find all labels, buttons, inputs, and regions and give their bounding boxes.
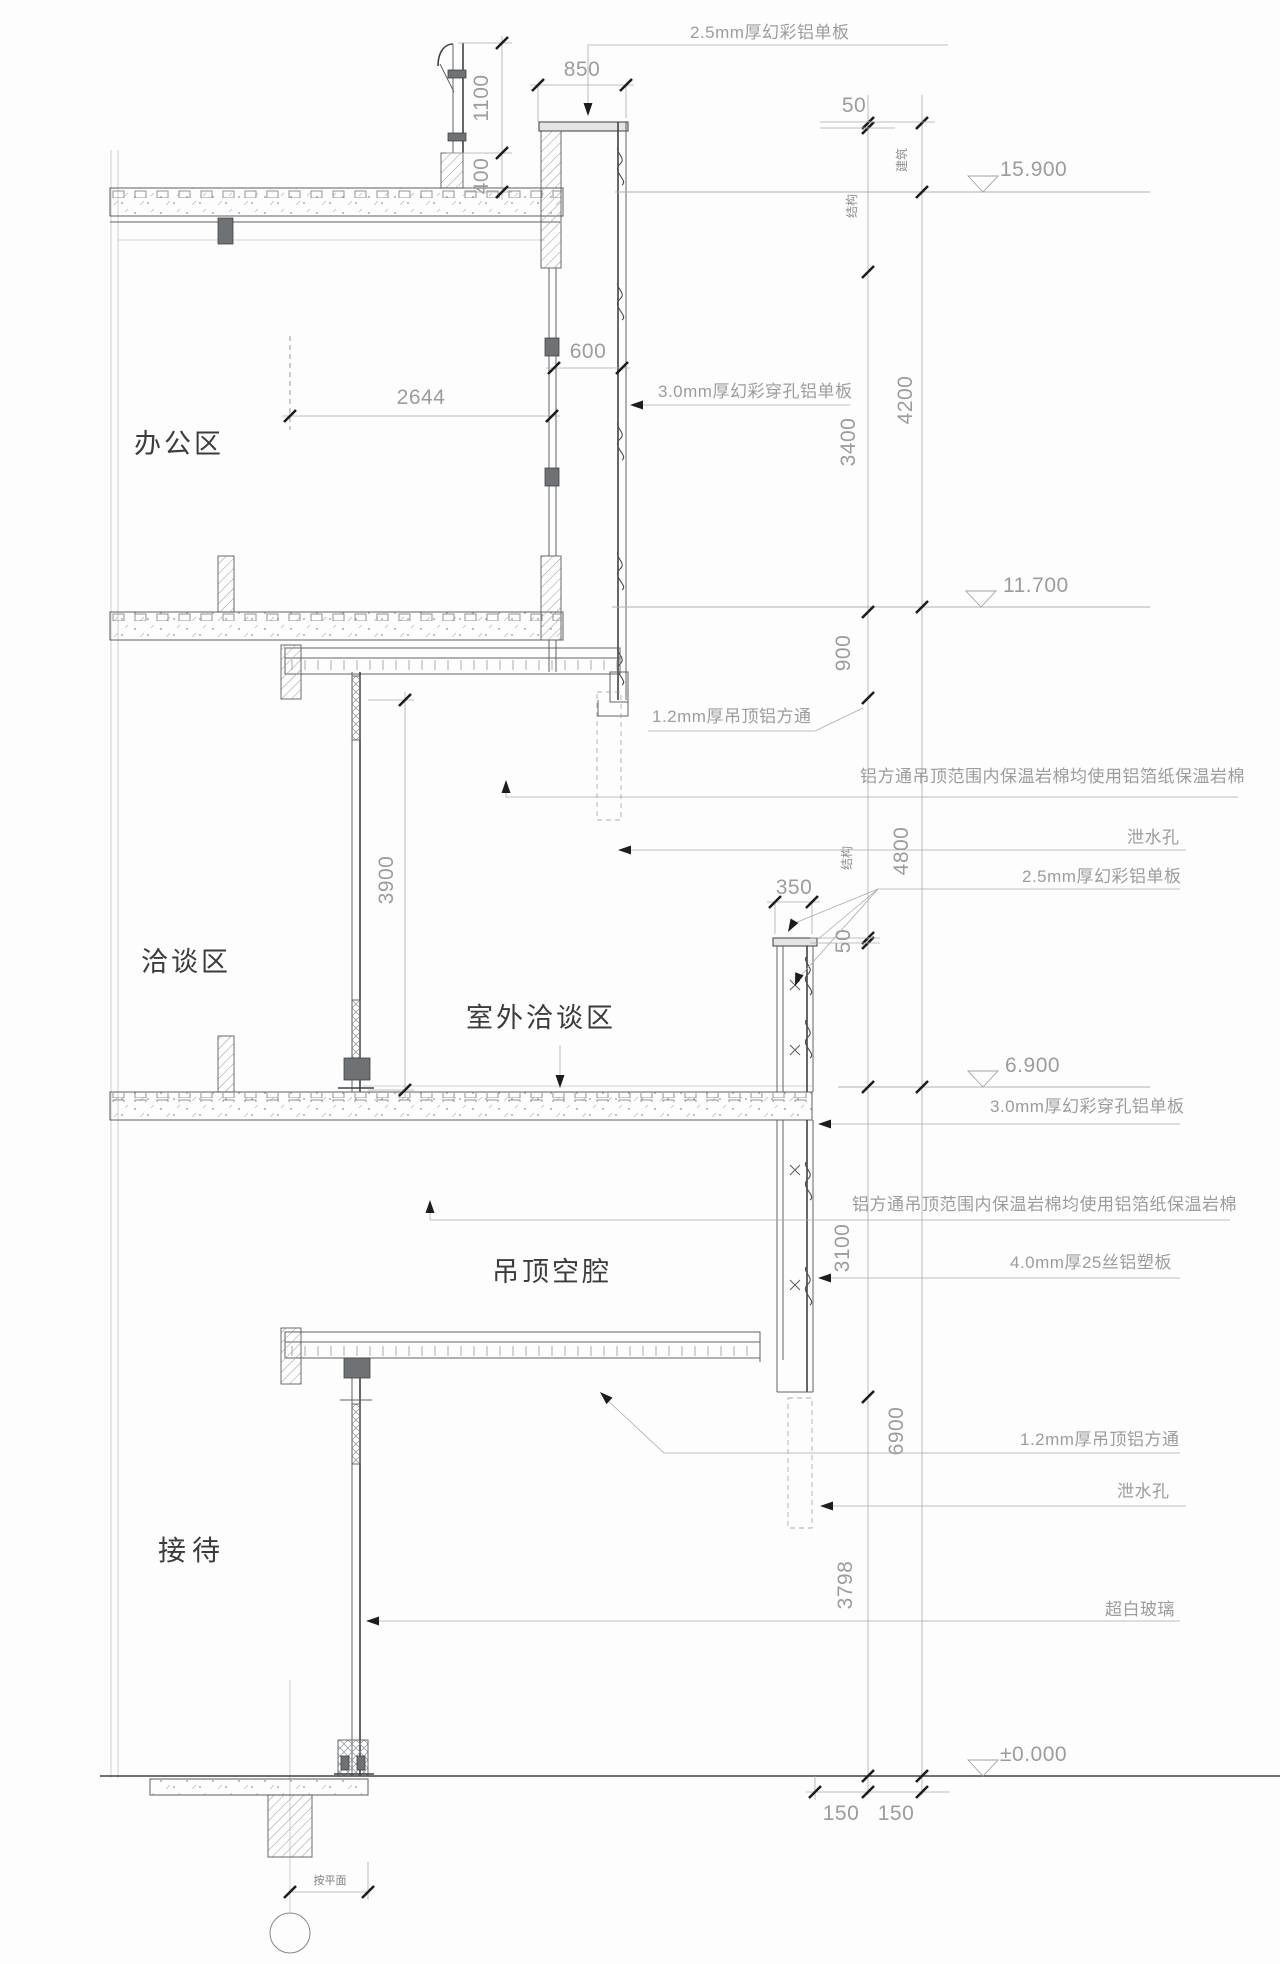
dim-600: 600 bbox=[570, 340, 607, 363]
annotation-notes: 2.5mm厚幻彩铝单板 3.0mm厚幻彩穿孔铝单板 1.2mm厚吊顶铝方通 铝方… bbox=[366, 23, 1245, 1626]
room-outdoor-meeting: 室外洽谈区 bbox=[466, 1003, 616, 1033]
dim-6900: 6900 bbox=[885, 1407, 908, 1456]
dim-150-left: 150 bbox=[823, 1802, 860, 1825]
weep-hole-zone-lower bbox=[787, 1397, 813, 1529]
structure-linework bbox=[109, 43, 818, 1954]
dim-4800: 4800 bbox=[890, 827, 913, 876]
ground-beam bbox=[267, 1794, 313, 1858]
dim-3100: 3100 bbox=[831, 1224, 854, 1273]
parapet-coping bbox=[538, 121, 629, 132]
note-insulation-upper: 铝方通吊顶范围内保温岩棉均使用铝箔纸保温岩棉 bbox=[860, 766, 1245, 786]
header-below-l2 bbox=[776, 1120, 814, 1393]
dim-3900: 3900 bbox=[375, 856, 398, 905]
weep-hole-zone-upper bbox=[596, 691, 622, 821]
dim-4200: 4200 bbox=[894, 376, 917, 425]
room-reception: 接待 bbox=[158, 1535, 226, 1566]
slab-l3 bbox=[109, 555, 564, 641]
note-panel25-terrace: 2.5mm厚幻彩铝单板 bbox=[1022, 867, 1181, 886]
railing-curb bbox=[440, 152, 464, 189]
roof-railing bbox=[437, 43, 467, 189]
dim-2644: 2644 bbox=[397, 386, 446, 409]
note-alu-plastic: 4.0mm厚25丝铝塑板 bbox=[1010, 1253, 1172, 1272]
note-weep-lower: 泄水孔 bbox=[1117, 1482, 1170, 1501]
level-tag-struct: 结构 bbox=[844, 194, 859, 218]
ground-structure bbox=[149, 1778, 369, 1858]
room-meeting: 洽谈区 bbox=[141, 947, 231, 977]
grid-bubble bbox=[269, 1912, 311, 1954]
dim-900: 900 bbox=[832, 635, 855, 672]
dim-per-plan: 按平面 bbox=[314, 1873, 347, 1887]
note-tube12-upper: 1.2mm厚吊顶铝方通 bbox=[652, 707, 811, 726]
dim-150-right: 150 bbox=[878, 1802, 915, 1825]
slab-l4 bbox=[109, 187, 564, 245]
room-office: 办公区 bbox=[134, 429, 224, 459]
note-panel30-lower: 3.0mm厚幻彩穿孔铝单板 bbox=[990, 1097, 1184, 1116]
note-insulation-lower: 铝方通吊顶范围内保温岩棉均使用铝箔纸保温岩棉 bbox=[852, 1194, 1237, 1214]
note-panel25-top: 2.5mm厚幻彩铝单板 bbox=[690, 23, 849, 42]
room-labels: 办公区 洽谈区 室外洽谈区 吊顶空腔 接待 bbox=[134, 429, 616, 1566]
note-panel30-upper: 3.0mm厚幻彩穿孔铝单板 bbox=[658, 382, 852, 401]
note-glass: 超白玻璃 bbox=[1105, 1600, 1175, 1619]
dim-350: 350 bbox=[776, 876, 813, 899]
mid-glass-wall bbox=[338, 672, 374, 1092]
level-11700: 11.700 bbox=[1003, 574, 1069, 597]
dim-1100: 1100 bbox=[470, 74, 493, 121]
ceiling-assembly-l3 bbox=[280, 644, 629, 703]
slab-l2 bbox=[109, 1035, 813, 1121]
level-15900: 15.900 bbox=[1000, 158, 1067, 181]
level-tag-arch: 建筑 bbox=[894, 148, 909, 172]
dim-50-top: 50 bbox=[842, 94, 866, 117]
dimension-chains: 50 3400 4200 900 4800 3100 6900 3798 50 … bbox=[282, 35, 950, 1900]
level-markers: 15.900 11.700 6.900 ±0.000 bbox=[100, 158, 1280, 1777]
level-6900: 6.900 bbox=[1005, 1054, 1060, 1077]
level-tag-struct-2: 结构 bbox=[839, 846, 854, 870]
ceiling-assembly-reception bbox=[280, 1327, 761, 1385]
dim-850: 850 bbox=[564, 58, 601, 81]
level-0000: ±0.000 bbox=[1000, 1743, 1067, 1766]
terrace-parapet bbox=[772, 937, 818, 1092]
note-weep-upper: 泄水孔 bbox=[1127, 828, 1180, 847]
dim-3798: 3798 bbox=[834, 1561, 857, 1610]
dim-3400: 3400 bbox=[837, 418, 860, 467]
dim-400: 400 bbox=[470, 158, 493, 195]
note-tube12-lower: 1.2mm厚吊顶铝方通 bbox=[1020, 1430, 1179, 1449]
dim-50-low: 50 bbox=[832, 929, 855, 953]
reception-glass-wall bbox=[334, 1357, 374, 1777]
room-ceiling-cavity: 吊顶空腔 bbox=[492, 1257, 612, 1287]
